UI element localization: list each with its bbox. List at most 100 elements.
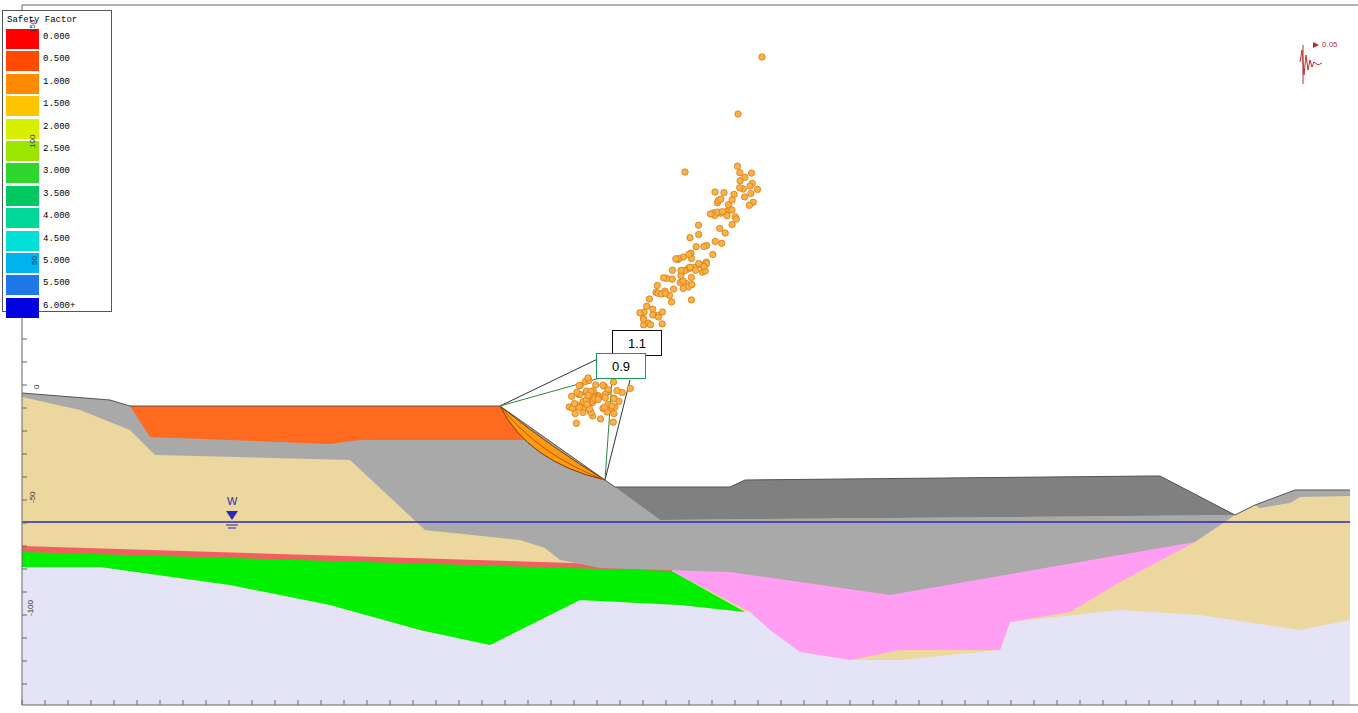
- legend-swatch: [6, 231, 39, 251]
- axis-tick: [160, 700, 161, 705]
- slip-centre: [696, 231, 702, 237]
- slip-centre: [733, 216, 739, 222]
- axis-tick: [735, 700, 736, 705]
- slip-centre: [601, 404, 607, 410]
- legend-row: 0.000: [3, 29, 111, 49]
- axis-tick: [22, 362, 27, 363]
- axis-tick: [91, 700, 92, 705]
- slip-centre: [710, 251, 716, 257]
- axis-tick: [1103, 700, 1104, 705]
- slip-centre: [670, 286, 676, 292]
- safety-factor-value: 0.9: [612, 359, 630, 374]
- legend-swatch: [6, 96, 39, 116]
- axis-tick: [551, 700, 552, 705]
- slip-centre: [680, 285, 686, 291]
- axis-tick: [1057, 700, 1058, 705]
- axis-tick: [390, 700, 391, 705]
- axis-tick: [1126, 700, 1127, 705]
- axis-tick: [22, 638, 27, 639]
- axis-tick: [22, 661, 27, 662]
- legend-text: 1.000: [43, 77, 70, 87]
- legend-row: 5.500: [3, 275, 111, 295]
- slip-centre: [693, 244, 699, 250]
- slip-centre: [748, 170, 754, 176]
- legend-row: 1.000: [3, 74, 111, 94]
- slip-centre: [647, 322, 653, 328]
- slip-centre: [627, 385, 633, 391]
- axis-tick: [850, 700, 851, 705]
- axis-tick: [919, 700, 920, 705]
- slip-centre: [673, 256, 679, 262]
- slip-centre: [669, 276, 675, 282]
- axis-tick: [1149, 700, 1150, 705]
- axis-tick: [45, 700, 46, 705]
- axis-tick: [988, 700, 989, 705]
- slip-centre: [701, 243, 707, 249]
- slip-centre: [692, 267, 698, 273]
- axis-tick: [68, 700, 69, 705]
- slip-centre: [689, 281, 695, 287]
- axis-label: 100: [28, 135, 37, 148]
- slip-centre: [585, 375, 591, 381]
- slip-centre: [576, 382, 582, 388]
- slip-centre: [748, 190, 754, 196]
- legend-text: 2.500: [43, 144, 70, 154]
- slip-centre: [754, 186, 760, 192]
- axis-tick: [965, 700, 966, 705]
- legend-box: 0.0000.5001.0001.5002.0002.5003.0003.500…: [2, 10, 112, 312]
- axis-label: -50: [28, 491, 37, 503]
- axis-tick: [298, 700, 299, 705]
- axis-tick: [712, 700, 713, 705]
- axis-tick: [459, 700, 460, 705]
- axis-tick: [22, 477, 27, 478]
- axis-tick: [482, 700, 483, 705]
- slip-centre: [602, 395, 608, 401]
- axis-label: -100: [26, 600, 35, 616]
- slip-centre: [688, 297, 694, 303]
- slip-centre: [585, 392, 591, 398]
- axis-tick: [206, 700, 207, 705]
- water-table-label: W: [227, 495, 237, 507]
- slip-centre: [737, 170, 743, 176]
- axis-tick: [666, 700, 667, 705]
- axis-tick: [22, 700, 23, 705]
- slip-centre: [660, 275, 666, 281]
- legend-swatch: [6, 186, 39, 206]
- legend-text: 0.000: [43, 32, 70, 42]
- slip-centre: [595, 396, 601, 402]
- slip-centre: [609, 403, 615, 409]
- slip-centre: [759, 54, 765, 60]
- slip-centre: [611, 395, 617, 401]
- legend-text: 3.000: [43, 166, 70, 176]
- slip-centre: [729, 221, 735, 227]
- slip-centre: [610, 419, 616, 425]
- axis-tick: [574, 700, 575, 705]
- axis-tick: [1241, 700, 1242, 705]
- safety-factor-value: 1.1: [628, 336, 646, 351]
- seismic-coefficient: 0.05: [1322, 40, 1338, 49]
- legend-text: 2.000: [43, 122, 70, 132]
- axis-tick: [22, 569, 27, 570]
- slip-centre: [735, 111, 741, 117]
- slip-centre: [724, 213, 730, 219]
- axis-tick: [114, 700, 115, 705]
- axis-tick: [528, 700, 529, 705]
- axis-tick: [781, 700, 782, 705]
- axis-tick: [1034, 700, 1035, 705]
- axis-tick: [22, 408, 27, 409]
- slip-centre: [659, 309, 665, 315]
- slip-centre: [597, 416, 603, 422]
- slip-centre: [600, 382, 606, 388]
- legend-row: 2.500: [3, 141, 111, 161]
- axis-tick: [22, 454, 27, 455]
- axis-tick: [1172, 700, 1173, 705]
- slip-centre: [574, 389, 580, 395]
- legend-row: 4.500: [3, 231, 111, 251]
- legend-text: 5.000: [43, 256, 70, 266]
- axis-tick: [22, 339, 27, 340]
- axis-tick: [942, 700, 943, 705]
- legend-swatch: [6, 74, 39, 94]
- slip-centre: [695, 222, 701, 228]
- axis-label: 0: [32, 385, 41, 389]
